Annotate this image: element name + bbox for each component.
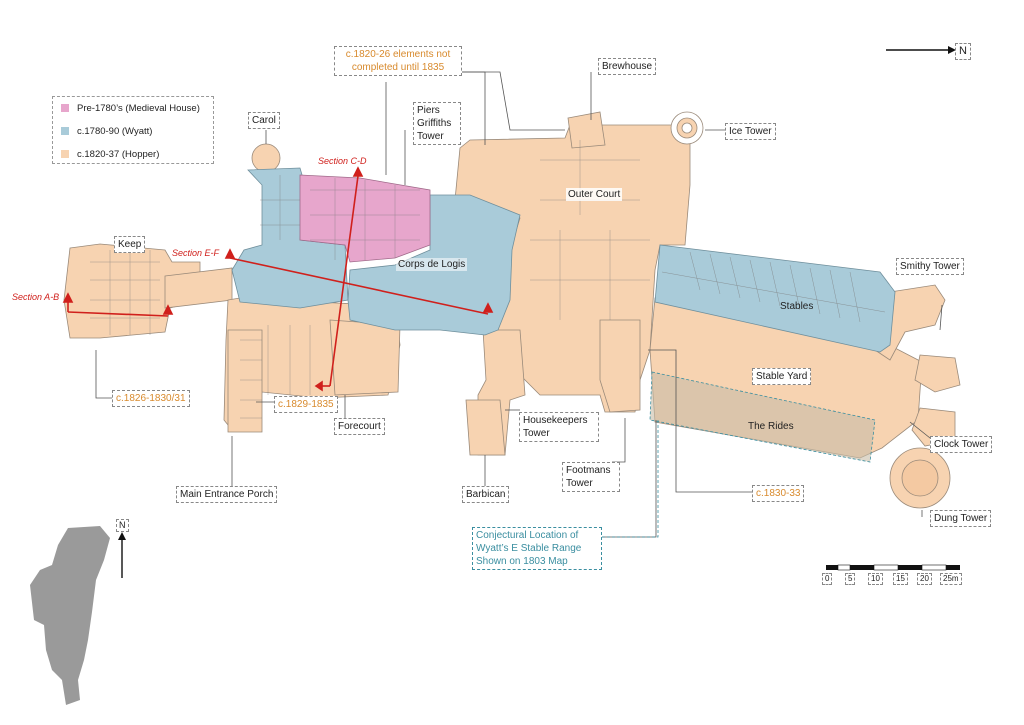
label-ice-tower: Ice Tower: [725, 123, 776, 140]
label-c1830-33: c.1830-33: [752, 485, 805, 502]
section-lines: [62, 166, 494, 392]
round-towers: [251, 111, 951, 509]
scale-tick: 25m: [940, 573, 962, 585]
legend-swatch: [61, 150, 69, 158]
legend-label: c.1780-90 (Wyatt): [77, 126, 153, 137]
locator-map: [30, 526, 110, 705]
locator-north-label: N: [116, 519, 129, 532]
scale-bar: [826, 564, 960, 571]
label-c1820-26: c.1820-26 elements not completed until 1…: [334, 46, 462, 76]
label-outer-court: Outer Court: [566, 188, 623, 201]
label-barbican: Barbican: [462, 486, 510, 503]
label-clock-tower: Clock Tower: [930, 436, 993, 453]
legend-item: c.1780-90 (Wyatt): [61, 126, 152, 137]
label-smithy-tower: Smithy Tower: [896, 258, 964, 275]
scale-tick: 15: [893, 573, 908, 585]
label-stables: Stables: [780, 301, 814, 312]
wyatt-areas: [231, 167, 896, 353]
label-stable-yard: Stable Yard: [752, 368, 812, 385]
label-dung-tower: Dung Tower: [930, 510, 992, 527]
label-brewhouse: Brewhouse: [598, 58, 657, 75]
label-forecourt: Forecourt: [334, 418, 385, 435]
scale-tick: 20: [917, 573, 932, 585]
legend-swatch: [61, 127, 69, 135]
legend-label: c.1820-37 (Hopper): [77, 149, 160, 160]
label-conjectural: Conjectural Location of Wyatt’s E Stable…: [472, 527, 602, 570]
scale-tick: 5: [845, 573, 856, 585]
room-grid: [90, 140, 886, 419]
scale-tick: 10: [868, 573, 883, 585]
label-piers-griffiths: Piers Griffiths Tower: [413, 102, 461, 145]
north-arrow-icon: [886, 46, 956, 54]
label-footmans: Footmans Tower: [562, 462, 620, 492]
legend-item: c.1820-37 (Hopper): [61, 149, 159, 160]
section-ef-label: Section E-F: [172, 248, 220, 258]
label-c1826: c.1826-1830/31: [112, 390, 190, 407]
label-c1829: c.1829-1835: [274, 396, 338, 413]
section-cd-label: Section C-D: [318, 156, 367, 166]
legend-label: Pre-1780’s (Medieval House): [77, 103, 200, 114]
label-corps-de-logis: Corps de Logis: [396, 258, 468, 271]
locator-north-arrow-icon: [118, 532, 126, 578]
legend-item: Pre-1780’s (Medieval House): [61, 103, 200, 114]
north-label: N: [955, 43, 971, 60]
scale-tick: 0: [822, 573, 833, 585]
the-rides-area: [649, 371, 876, 463]
label-the-rides: The Rides: [748, 421, 794, 432]
label-keep: Keep: [114, 236, 146, 253]
legend-swatch: [61, 104, 69, 112]
legend: Pre-1780’s (Medieval House) c.1780-90 (W…: [52, 96, 214, 164]
label-carol: Carol: [248, 112, 280, 129]
section-ab-label: Section A-B: [12, 292, 60, 302]
label-housekeepers: Housekeepers Tower: [519, 412, 599, 442]
label-main-entrance: Main Entrance Porch: [176, 486, 278, 503]
